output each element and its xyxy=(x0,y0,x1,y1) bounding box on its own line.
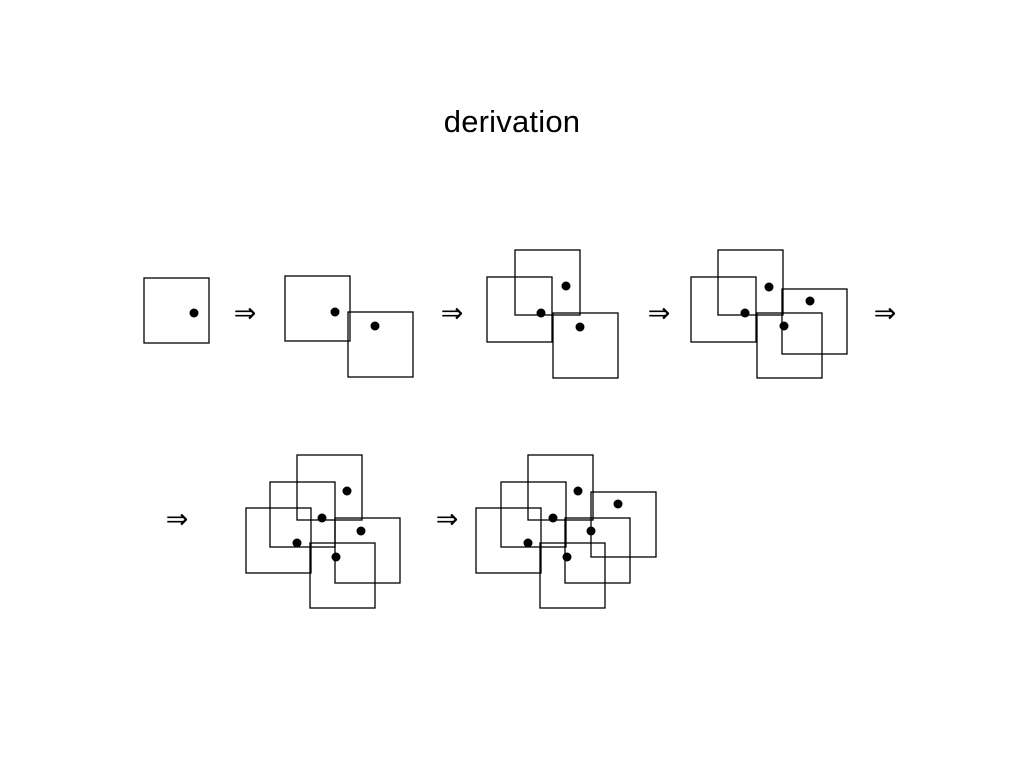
tile-square xyxy=(500,481,567,548)
derivation-stage xyxy=(475,454,657,609)
tile-square xyxy=(539,542,606,609)
marker-dot xyxy=(330,307,340,317)
double-arrow-icon: ⇒ xyxy=(234,298,257,329)
tile-square xyxy=(781,288,848,355)
tile-square xyxy=(296,454,363,521)
tile-square xyxy=(514,249,581,316)
marker-dot xyxy=(356,526,366,536)
marker-dot xyxy=(548,513,558,523)
tile-square xyxy=(756,312,823,379)
derivation-stage xyxy=(245,454,401,609)
tile-square xyxy=(284,275,351,342)
double-arrow-icon: ⇒ xyxy=(648,298,671,329)
tile-square xyxy=(334,517,401,584)
tile-square xyxy=(309,542,376,609)
marker-dot xyxy=(523,538,533,548)
tile-square xyxy=(690,276,757,343)
marker-dot xyxy=(562,552,572,562)
marker-dot xyxy=(292,538,302,548)
tile-square xyxy=(475,507,542,574)
tile-square xyxy=(347,311,414,378)
marker-dot xyxy=(370,321,380,331)
derivation-stage xyxy=(284,275,414,378)
derivation-stage xyxy=(143,277,210,344)
page-title: derivation xyxy=(443,104,581,139)
marker-dot xyxy=(764,282,774,292)
tile-square xyxy=(486,276,553,343)
marker-dot xyxy=(331,552,341,562)
marker-dot xyxy=(740,308,750,318)
tile-square xyxy=(717,249,784,316)
marker-dot xyxy=(805,296,815,306)
double-arrow-icon: ⇒ xyxy=(166,504,189,535)
marker-dot xyxy=(561,281,571,291)
double-arrow-icon: ⇒ xyxy=(441,298,464,329)
stages-layer xyxy=(143,249,848,609)
marker-dot xyxy=(342,486,352,496)
tile-square xyxy=(590,491,657,558)
marker-dot xyxy=(317,513,327,523)
marker-dot xyxy=(536,308,546,318)
tile-square xyxy=(564,517,631,584)
derivation-stage xyxy=(486,249,619,379)
marker-dot xyxy=(779,321,789,331)
double-arrow-icon: ⇒ xyxy=(874,298,897,329)
marker-dot xyxy=(613,499,623,509)
tile-square xyxy=(527,454,594,521)
arrows-layer: ⇒ ⇒ ⇒ ⇒ ⇒ ⇒ xyxy=(166,298,897,535)
tile-square xyxy=(269,481,336,548)
tile-square xyxy=(143,277,210,344)
marker-dot xyxy=(586,526,596,536)
marker-dot xyxy=(189,308,199,318)
marker-dot xyxy=(573,486,583,496)
marker-dot xyxy=(575,322,585,332)
derivation-stage xyxy=(690,249,848,379)
tile-square xyxy=(552,312,619,379)
double-arrow-icon: ⇒ xyxy=(436,504,459,535)
tile-square xyxy=(245,507,312,574)
